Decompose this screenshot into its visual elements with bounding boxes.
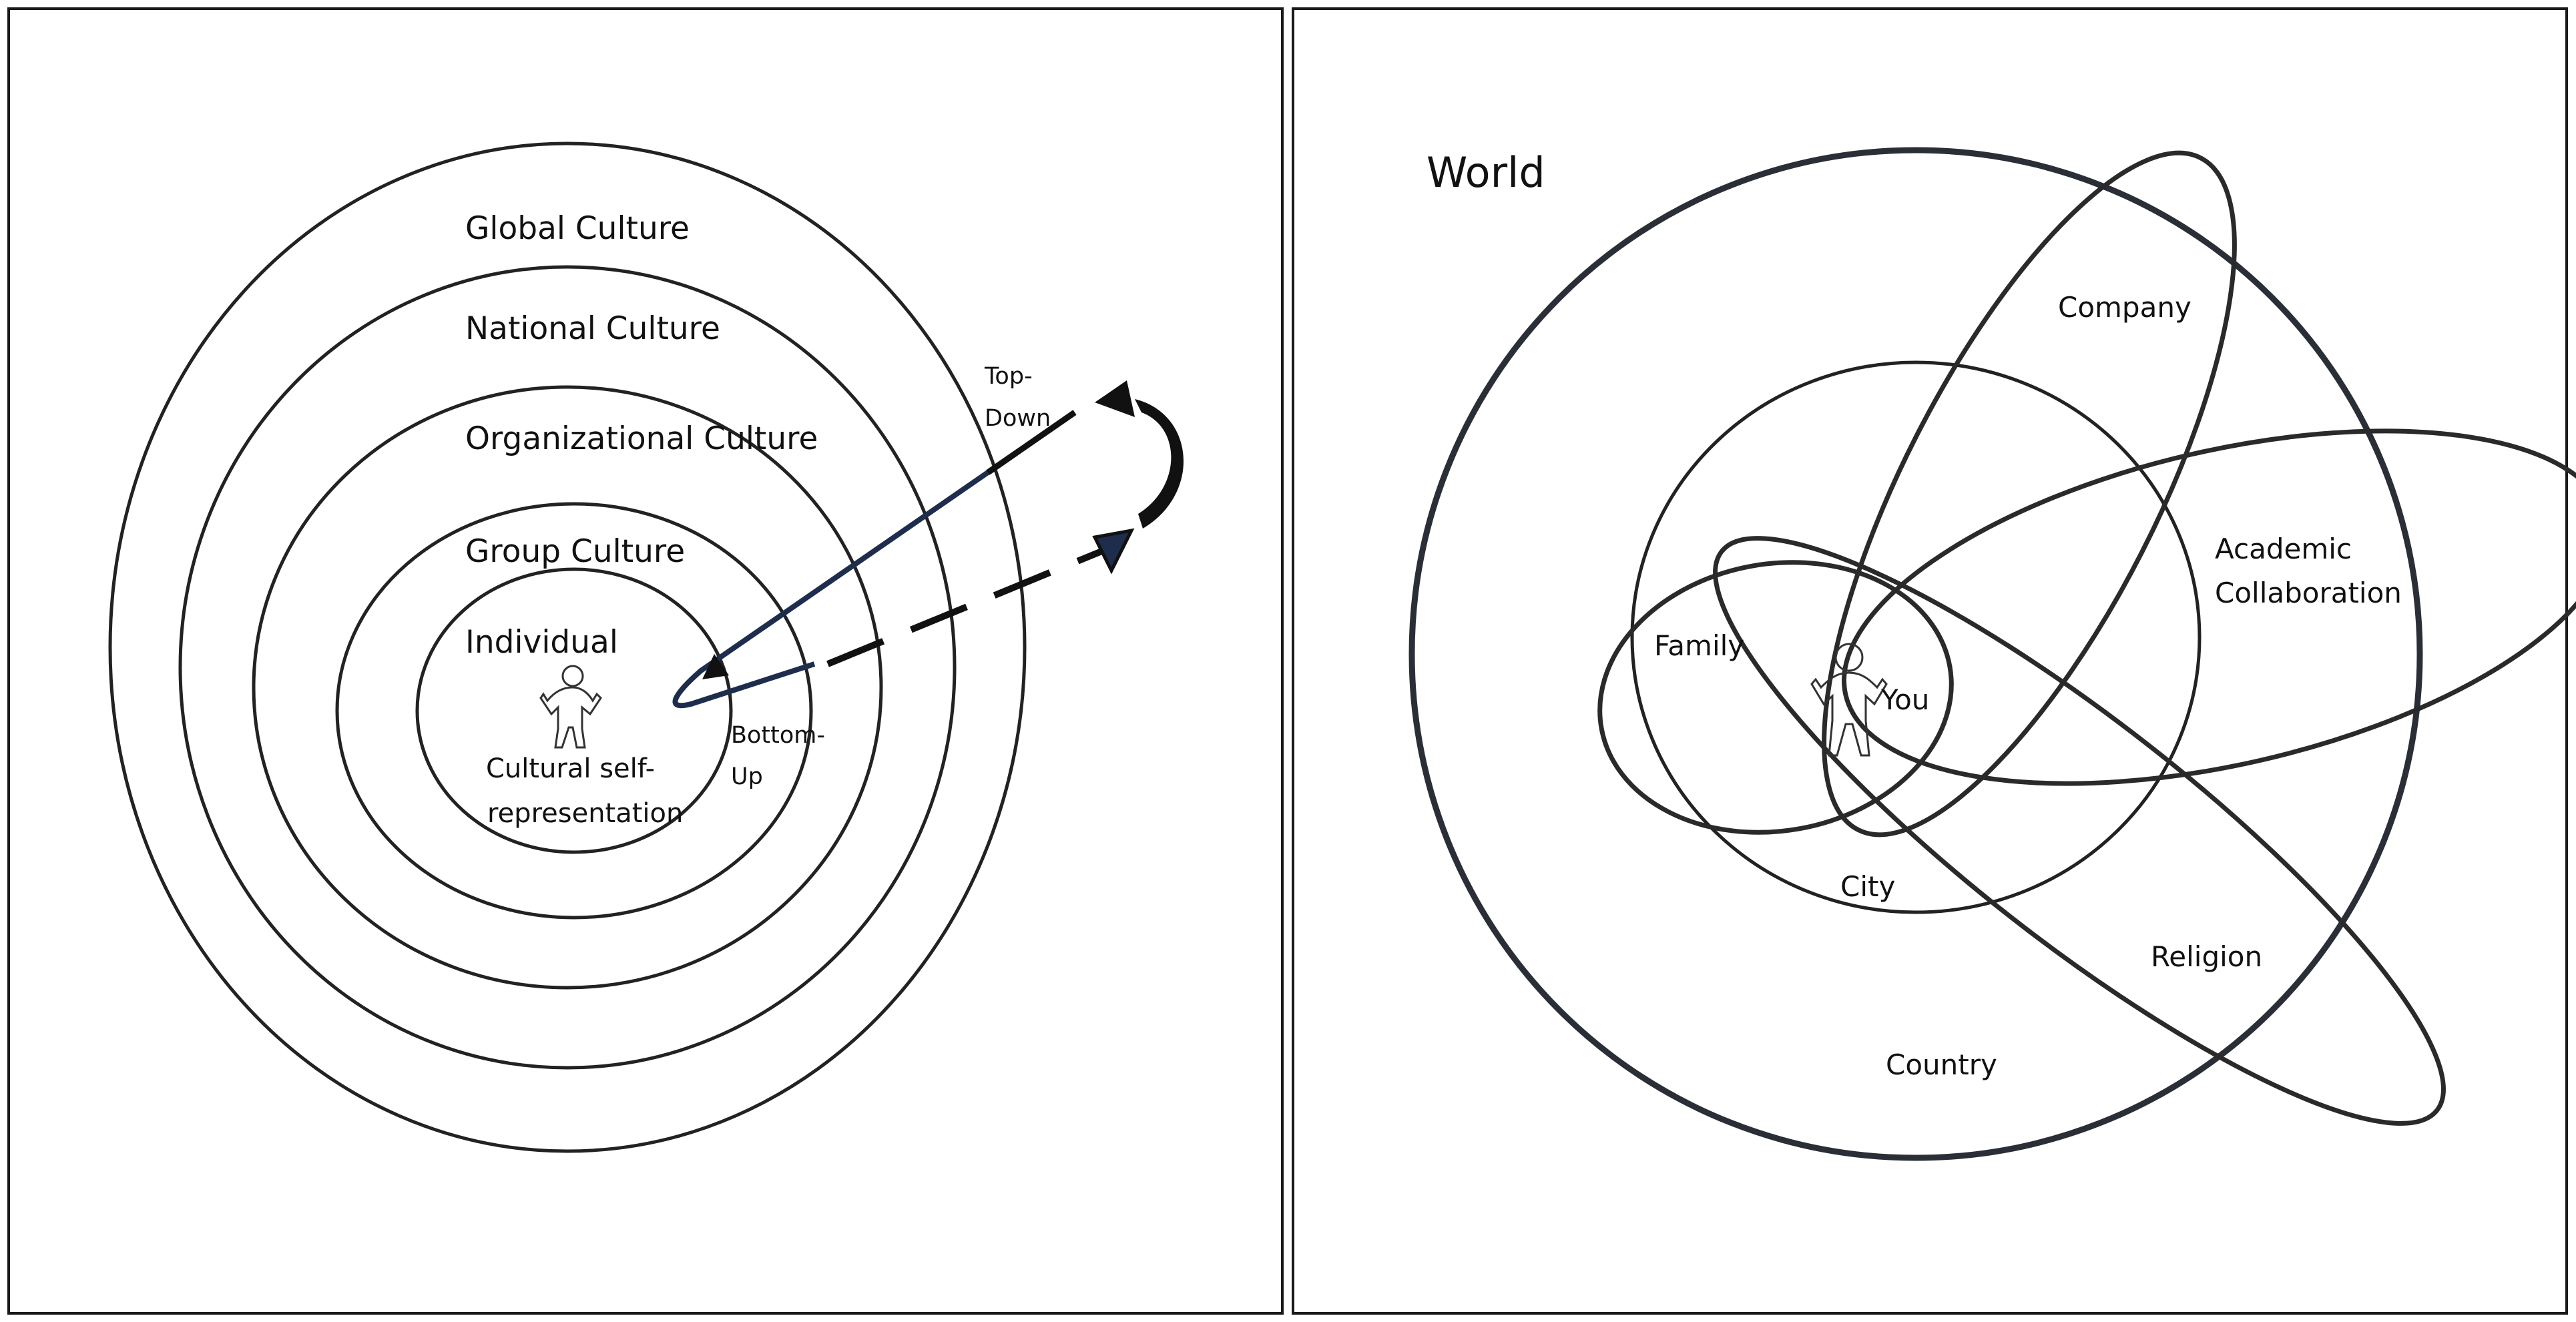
label-self-representation-2: representation xyxy=(487,798,683,829)
ring-global xyxy=(108,141,1027,1153)
right-panel-border xyxy=(1292,7,2568,1315)
label-country: Country xyxy=(1886,1048,1997,1081)
right-panel: World Company Academic Collaboration Fam… xyxy=(1292,7,2576,1315)
label-world: World xyxy=(1427,148,1545,197)
label-bottom-up-2: Up xyxy=(731,763,763,790)
person-icon xyxy=(539,665,602,749)
label-company: Company xyxy=(2058,291,2192,324)
feedback-curved-arrow xyxy=(1135,399,1184,529)
left-panel: Global Culture National Culture Organiza… xyxy=(7,7,1284,1315)
label-bottom-up-1: Bottom- xyxy=(731,722,825,749)
city-circle xyxy=(1630,360,2202,914)
label-global-culture: Global Culture xyxy=(465,210,690,247)
label-collaboration: Collaboration xyxy=(2215,577,2402,609)
feedback-arrowhead xyxy=(1095,380,1135,417)
world-circle xyxy=(1408,147,2423,1161)
label-group-culture: Group Culture xyxy=(465,533,685,570)
company-ellipse xyxy=(1822,150,2237,838)
label-individual: Individual xyxy=(465,624,618,661)
ring-individual xyxy=(415,567,733,854)
label-top-down-2: Down xyxy=(985,405,1051,432)
label-organizational-culture: Organizational Culture xyxy=(465,420,818,457)
bottom-up-arrow xyxy=(826,544,1113,667)
label-self-representation-1: Cultural self- xyxy=(486,753,655,784)
ring-national xyxy=(178,265,957,1070)
you-person-icon xyxy=(1810,643,1888,757)
top-down-arrow-dark-segment xyxy=(986,410,1077,475)
label-national-culture: National Culture xyxy=(465,310,720,347)
family-ellipse xyxy=(1597,560,1954,835)
academic-collaboration-ellipse xyxy=(1842,428,2576,786)
label-religion: Religion xyxy=(2151,940,2262,973)
label-top-down-1: Top- xyxy=(984,363,1033,390)
ring-group xyxy=(335,502,813,920)
top-down-arrow xyxy=(672,410,1077,709)
label-family: Family xyxy=(1654,629,1744,662)
religion-ellipse xyxy=(1713,536,2446,1126)
top-down-arrowhead xyxy=(702,654,729,679)
bottom-up-arrowhead xyxy=(1092,528,1135,575)
label-you: You xyxy=(1880,683,1929,716)
left-panel-border xyxy=(7,7,1284,1315)
label-city: City xyxy=(1840,870,1895,903)
label-academic: Academic xyxy=(2215,533,2352,565)
ring-organizational xyxy=(252,385,883,990)
